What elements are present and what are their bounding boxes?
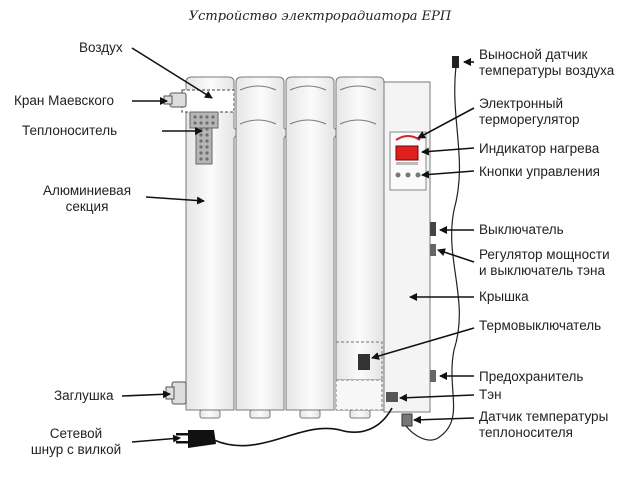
arrow-air [131, 47, 213, 99]
arrow-heating-element [399, 393, 475, 402]
label-mayevsky-valve: Кран Маевского [14, 93, 114, 108]
label-remote-air-sensor: Выносной датчик температуры воздуха [479, 47, 615, 78]
power-cord [213, 407, 393, 447]
label-coolant: Теплоноситель [22, 123, 118, 138]
label-coolant-sensor: Датчик температуры теплоносителя [479, 409, 609, 440]
control-button-3 [415, 172, 421, 178]
arrow-buttons [421, 170, 475, 179]
label-thermoregulator: Электронный терморегулятор [479, 96, 580, 127]
label-end-plug: Заглушка [54, 388, 114, 403]
power-switch [430, 222, 436, 236]
aluminium-sections [185, 76, 385, 419]
label-switch: Выключатель [479, 222, 564, 237]
label-heating-indicator: Индикатор нагрева [479, 141, 600, 156]
air-pocket [181, 89, 235, 113]
remote-air-sensor [452, 56, 459, 68]
coolant-sensor [401, 413, 413, 427]
diagram-title: Устройство электрорадиатора ЕРП [188, 9, 452, 24]
control-button-1 [395, 172, 401, 178]
arrow-section [145, 196, 205, 205]
arrow-plug [121, 390, 171, 399]
label-aluminium-section: Алюминиевая секция [42, 183, 132, 214]
arrow-regulator [437, 248, 475, 263]
arrow-thermoregulator [417, 107, 475, 139]
label-thermal-cutoff: Термовыключатель [479, 318, 602, 333]
control-button-2 [405, 172, 411, 178]
section-3 [285, 76, 338, 411]
label-power-regulator: Регулятор мощности и выключатель тэна [479, 247, 610, 278]
power-plug [176, 430, 216, 448]
label-cover: Крышка [479, 289, 529, 304]
heating-indicator-display [395, 145, 419, 161]
thermoregulator-panel [389, 131, 427, 191]
heating-element [335, 379, 383, 411]
label-control-buttons: Кнопки управления [479, 164, 600, 179]
leader-arrows [121, 47, 475, 443]
power-regulator [430, 244, 436, 256]
mayevsky-valve [163, 92, 187, 108]
label-fuse: Предохранитель [479, 369, 584, 384]
arrow-thermal-cutoff [371, 327, 475, 360]
fuse [430, 370, 436, 382]
label-air: Воздух [79, 40, 123, 55]
label-power-cord: Сетевой шнур с вилкой [30, 426, 122, 457]
section-2 [235, 76, 288, 411]
remote-sensor-cable [405, 65, 461, 441]
label-heating-element: Тэн [479, 387, 502, 402]
control-cover [383, 81, 436, 413]
arrow-cord [131, 434, 181, 443]
arrow-indicator [421, 147, 475, 156]
arrow-coolant-sensor [413, 415, 475, 424]
end-plug [165, 381, 187, 405]
